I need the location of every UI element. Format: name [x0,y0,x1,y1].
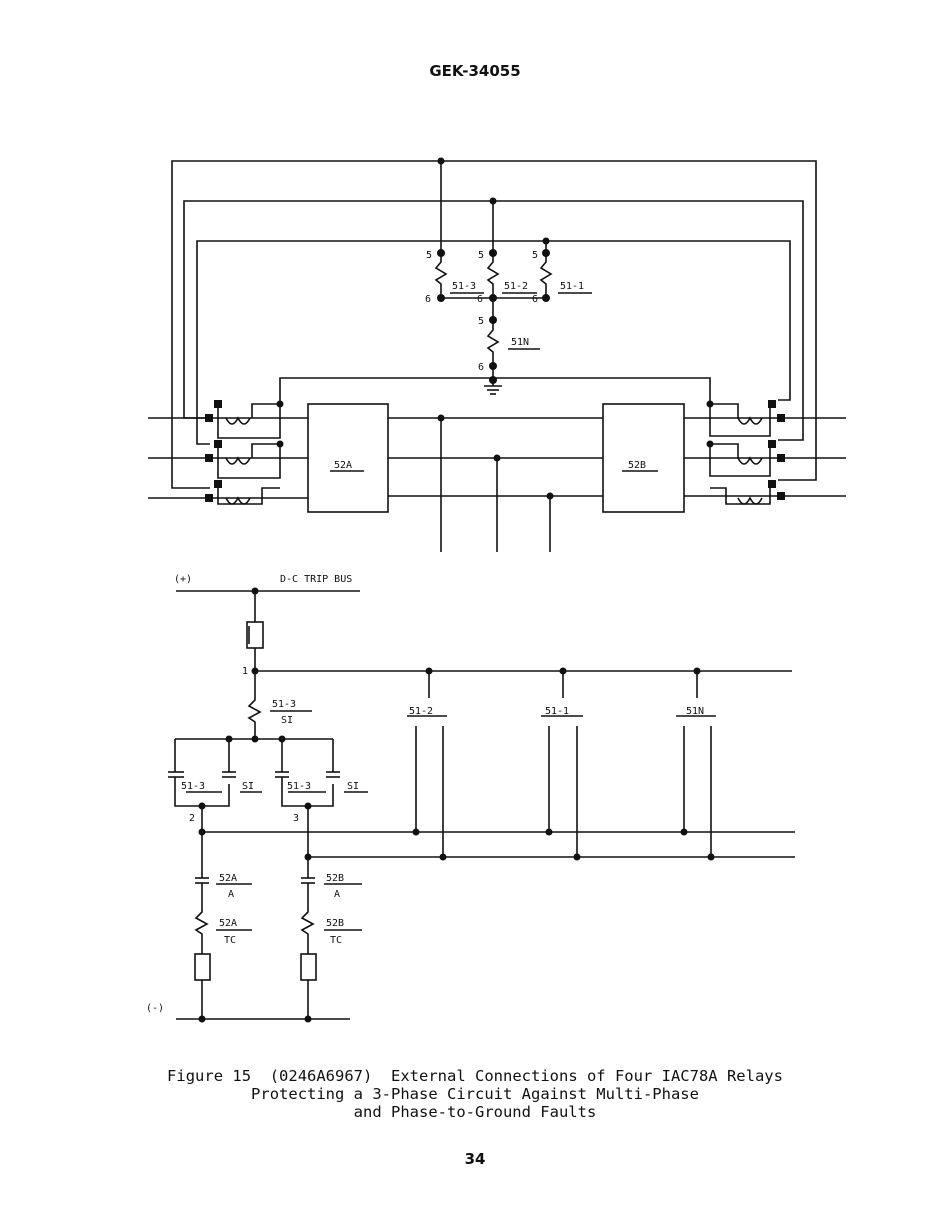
terminal-6-c: 6 [532,294,538,305]
breaker-label-52a: 52A [334,460,352,471]
relay-label-51-3: 51-3 [452,281,476,292]
junction-dots [199,158,786,1023]
node-2: 2 [189,813,195,824]
contact-si-a: SI [242,781,254,792]
terminal-6-a: 6 [425,294,431,305]
trip-coil-52a-sub: TC [224,935,236,946]
trip-coil-52b-sub: TC [330,935,342,946]
caption-line-2: Protecting a 3-Phase Circuit Against Mul… [0,1085,950,1103]
dc-schematic [168,591,795,1019]
aux-52b-sub: A [334,889,340,900]
trip-coil-52b-label: 52B [326,918,344,929]
trip-bus-label: D-C TRIP BUS [280,574,352,585]
aux-52b-label: 52B [326,873,344,884]
contact-label-51-2: 51-2 [409,706,433,717]
terminal-6-n: 6 [478,362,484,373]
terminal-5-b: 5 [478,250,484,261]
seal-in-coil-sub: SI [281,715,293,726]
terminal-5-n: 5 [478,316,484,327]
caption-line-1: Figure 15 (0246A6967) External Connectio… [0,1067,950,1085]
trip-coil-52a-label: 52A [219,918,237,929]
seal-in-coil-label: 51-3 [272,699,296,710]
contact-51-3-b: 51-3 [287,781,311,792]
terminal-5-a: 5 [426,250,432,261]
terminal-6-b: 6 [477,294,483,305]
node-3: 3 [293,813,299,824]
contact-label-51-1: 51-1 [545,706,569,717]
relay-label-51n: 51N [511,337,529,348]
relay-label-51-1: 51-1 [560,281,584,292]
aux-52a-sub: A [228,889,234,900]
aux-52a-label: 52A [219,873,237,884]
terminal-5-c: 5 [532,250,538,261]
contact-si-b: SI [347,781,359,792]
ac-schematic [148,161,846,552]
negative-terminal: (-) [146,1003,164,1014]
page-number: 34 [0,1150,950,1168]
relay-label-51-2: 51-2 [504,281,528,292]
positive-terminal: (+) [174,574,192,585]
contact-51-3-a: 51-3 [181,781,205,792]
contact-label-51n: 51N [686,706,704,717]
figure-caption: Figure 15 (0246A6967) External Connectio… [0,1067,950,1121]
caption-line-3: and Phase-to-Ground Faults [0,1103,950,1121]
node-1: 1 [242,666,248,677]
breaker-label-52b: 52B [628,460,646,471]
